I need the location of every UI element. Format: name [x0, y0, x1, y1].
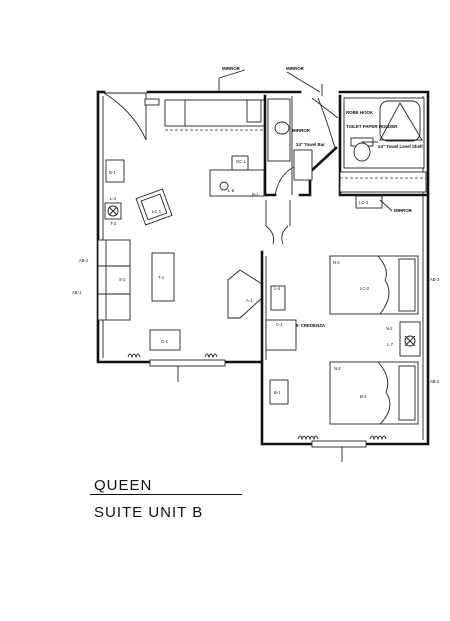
mirror-note-top-2: MIRROR — [286, 66, 305, 71]
closet-counter — [164, 99, 266, 131]
sink — [274, 121, 290, 135]
entry-door — [103, 92, 160, 141]
window-bedroom — [297, 435, 387, 462]
label-n1: N-1 — [386, 326, 393, 331]
label-gc: GC-1 — [236, 159, 247, 164]
label-l6: L-6 — [228, 188, 235, 193]
label-a1: A-1 — [246, 298, 253, 303]
mirror-note-top: MIRROR — [222, 66, 241, 71]
title-underline — [90, 494, 242, 495]
label-lc1: LC-1 — [152, 209, 162, 214]
bed-2 — [329, 361, 419, 425]
label-l4b: L-4 — [274, 286, 281, 291]
bedroom-partition — [260, 250, 267, 362]
plan-title-line-2: SUITE UNIT B — [94, 504, 204, 521]
label-ab3: AB-3 — [430, 277, 440, 282]
label-b1: B-1 — [109, 170, 116, 175]
label-l7: L-7 — [387, 342, 394, 347]
label-b1b: B-1 — [252, 192, 259, 197]
robe-hook-note: ROBE HOOK — [346, 110, 374, 115]
label-g1: G-1 — [161, 339, 169, 344]
bifold-door — [265, 200, 291, 245]
label-lc3: LC-3 — [359, 200, 369, 205]
tv-unit — [227, 269, 263, 319]
dining-table — [149, 329, 181, 351]
label-ab1: AB-1 — [72, 290, 82, 295]
label-t1: T-1 — [158, 275, 165, 280]
label-s2: S-2 — [119, 277, 126, 282]
label-n2b: N-2 — [334, 366, 341, 371]
window-living — [127, 353, 226, 382]
label-lc2: LC-2 — [360, 286, 370, 291]
mirror-note-bath: MIRROR — [292, 128, 311, 133]
label-t2: T-2 — [110, 221, 117, 226]
nightstand — [399, 321, 421, 357]
annotation-leaders — [218, 69, 393, 212]
lounge-chair — [135, 188, 173, 226]
coffee-table — [151, 252, 175, 302]
towel-bar-note: 24" Towel Bar — [296, 142, 325, 147]
towel-shelf-note: 24" Towel Level Shelf — [378, 144, 423, 149]
credenza — [265, 285, 297, 351]
armchair-1 — [105, 159, 125, 183]
bed-1 — [329, 255, 419, 315]
label-b4: B-4 — [360, 394, 367, 399]
credenza-note: 5' CREDENZA — [296, 323, 326, 328]
mirror-note-vanity: MIRROR — [394, 208, 413, 213]
lamp-table — [104, 202, 122, 220]
bedroom-chair — [269, 379, 289, 405]
desk — [209, 155, 265, 197]
label-b1c: B-1 — [274, 390, 281, 395]
label-ab2: AB-2 — [79, 258, 89, 263]
label-ab4: AB-4 — [430, 379, 440, 384]
label-n2a: N-2 — [333, 260, 340, 265]
plan-title-line-1: QUEEN — [94, 477, 153, 494]
sofa — [97, 239, 131, 321]
label-l4: L-4 — [110, 196, 117, 201]
label-c1: C-1 — [276, 322, 283, 327]
toilet-paper-note: TOILET PAPER HOLDER — [346, 124, 398, 129]
